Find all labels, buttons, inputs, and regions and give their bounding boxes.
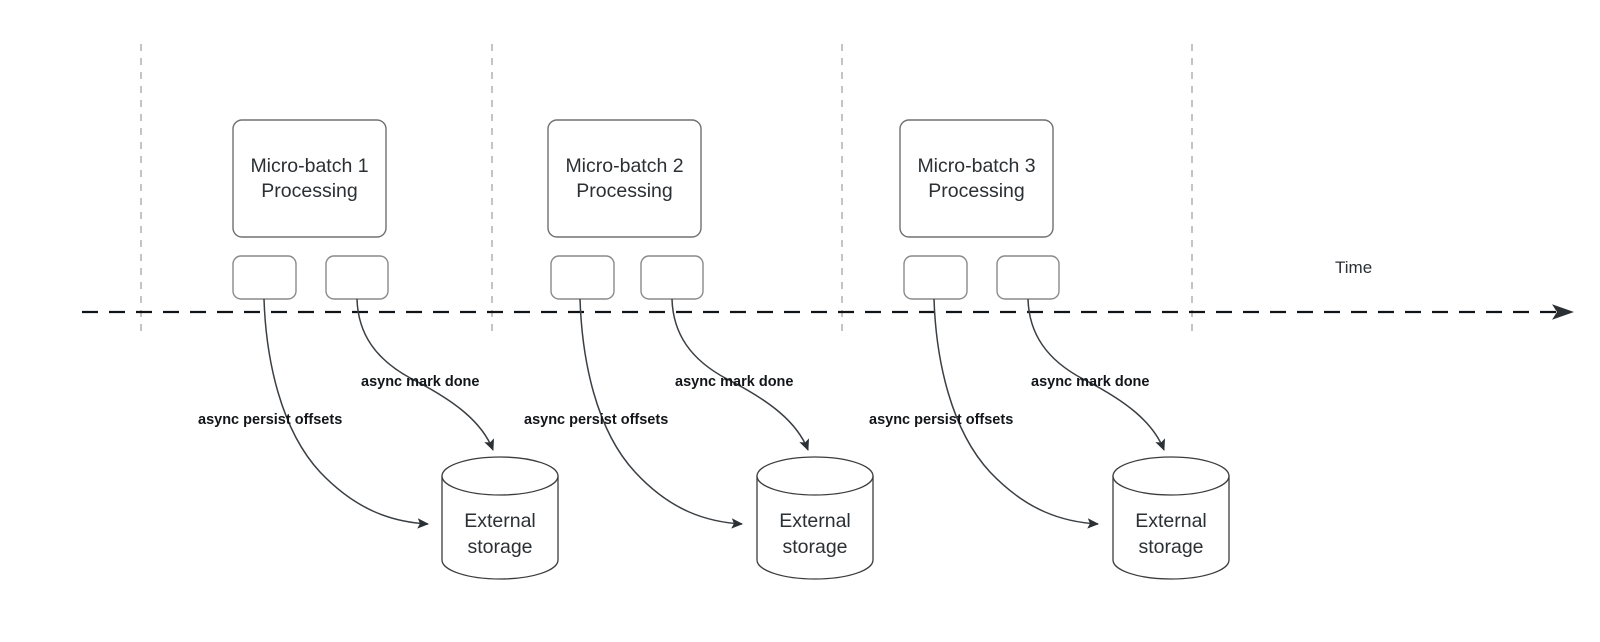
timeline-arrowhead: [1552, 304, 1574, 320]
flow-label-mark-done-1: async mark done: [361, 374, 479, 390]
time-axis: [82, 304, 1574, 320]
time-axis-label: Time: [1335, 258, 1372, 277]
flow-label-persist-offsets-2: async persist offsets: [524, 412, 668, 428]
flow-label-persist-offsets-1: async persist offsets: [198, 412, 342, 428]
task-box-2-mark-done[interactable]: [640, 255, 704, 300]
micro-batch-box-2-title-line2: Processing: [576, 180, 672, 202]
group-3: Micro-batch 3 Processing async persist o…: [869, 119, 1230, 580]
task-box-1-persist[interactable]: [232, 255, 297, 300]
flow-mark-done-1: [356, 298, 494, 451]
micro-batch-box-1-title-line1: Micro-batch 1: [250, 155, 368, 177]
micro-batch-box-2-title-line1: Micro-batch 2: [565, 155, 683, 177]
group-2: Micro-batch 2 Processing async persist o…: [524, 119, 874, 580]
micro-batch-box-1-title-line2: Processing: [261, 180, 357, 202]
task-box-2-persist[interactable]: [550, 255, 615, 300]
micro-batch-box-1[interactable]: [232, 119, 387, 238]
external-storage-label-2-line2: storage: [782, 536, 847, 558]
task-box-3-persist[interactable]: [903, 255, 968, 300]
group-1: Micro-batch 1 Processing async persist o…: [198, 119, 559, 580]
flow-persist-offsets-2: [579, 298, 743, 529]
flow-label-mark-done-3: async mark done: [1031, 374, 1149, 390]
flow-mark-done-3: [1027, 298, 1165, 451]
flow-persist-offsets-1: [263, 298, 429, 529]
external-storage-label-1-line1: External: [464, 510, 536, 532]
flow-label-mark-done-2: async mark done: [675, 374, 793, 390]
external-storage-label-1-line2: storage: [467, 536, 532, 558]
micro-batch-box-3-title-line2: Processing: [928, 180, 1024, 202]
task-box-1-mark-done[interactable]: [325, 255, 389, 300]
external-storage-cylinder-1[interactable]: [441, 456, 559, 580]
task-box-3-mark-done[interactable]: [996, 255, 1060, 300]
external-storage-label-3-line2: storage: [1138, 536, 1203, 558]
external-storage-label-2-line1: External: [779, 510, 851, 532]
micro-batch-box-3-title-line1: Micro-batch 3: [917, 155, 1035, 177]
boundary-dividers: [140, 44, 1193, 332]
flow-persist-offsets-3: [933, 298, 1099, 529]
external-storage-cylinder-2[interactable]: [756, 456, 874, 580]
flow-mark-done-2: [671, 298, 809, 451]
external-storage-label-3-line1: External: [1135, 510, 1207, 532]
external-storage-cylinder-3[interactable]: [1112, 456, 1230, 580]
micro-batch-box-2[interactable]: [547, 119, 702, 238]
flow-label-persist-offsets-3: async persist offsets: [869, 412, 1013, 428]
micro-batch-box-3[interactable]: [899, 119, 1054, 238]
